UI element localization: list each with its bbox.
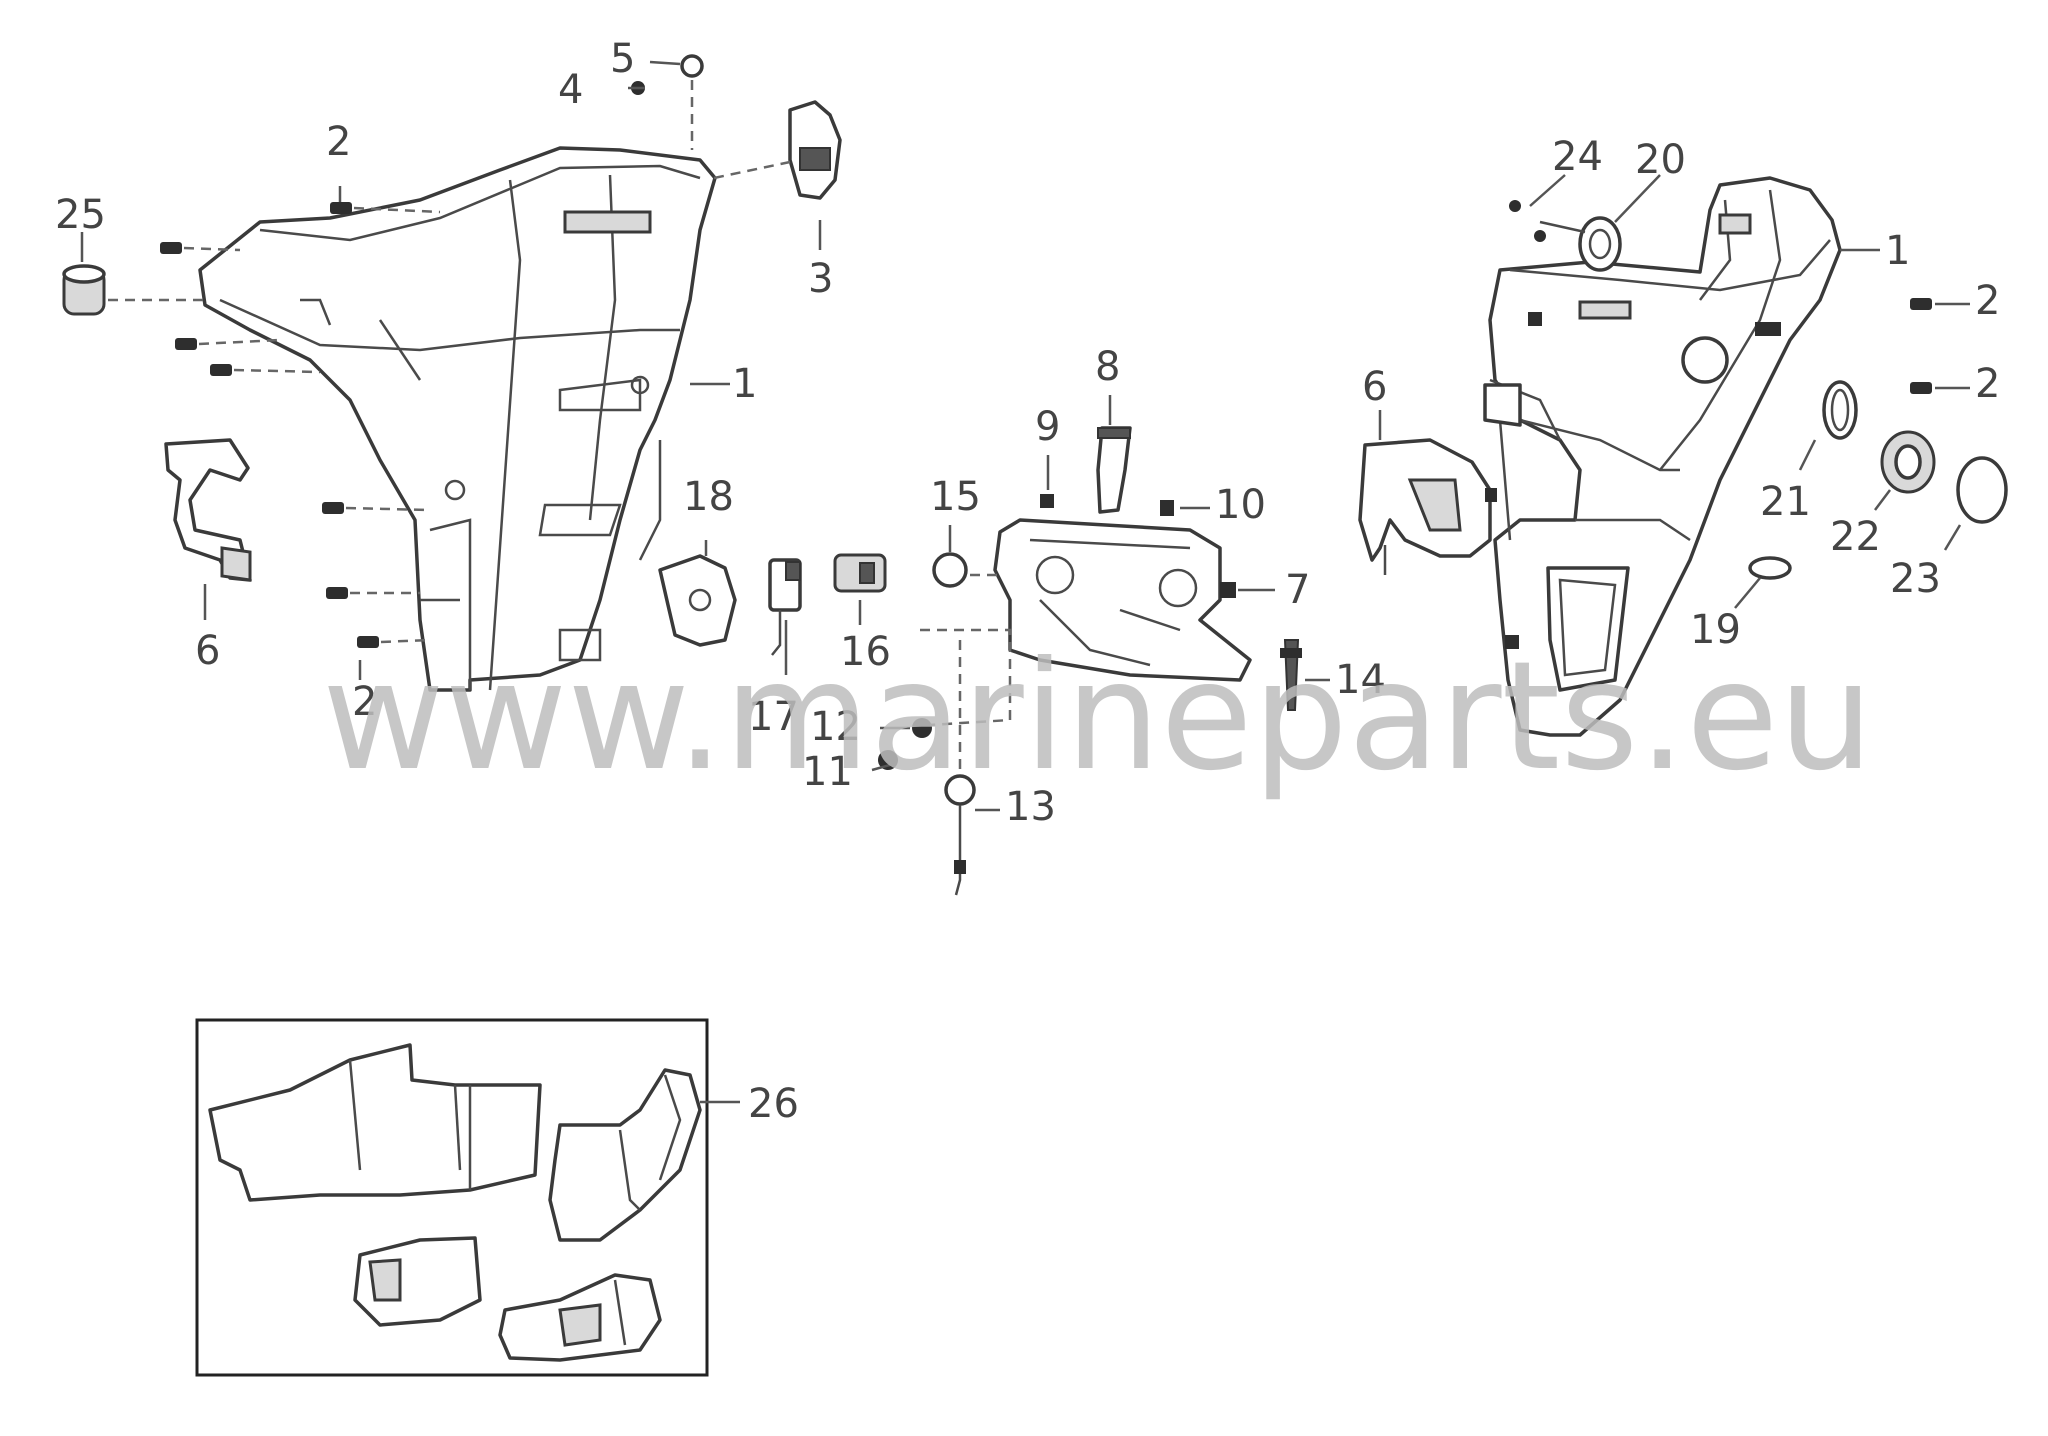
label-13: 13 — [1005, 784, 1056, 830]
label-2-right-bottom: 2 — [1975, 361, 2000, 407]
right-screws — [1509, 200, 1932, 394]
left-leader-lines — [80, 60, 822, 680]
label-10: 10 — [1215, 482, 1266, 528]
label-15: 15 — [930, 474, 981, 520]
right-bracket-part-6 — [1358, 438, 1497, 575]
part-9-nut — [1040, 494, 1054, 508]
part-number-labels: 1 1 2 2 2 2 3 4 5 6 6 7 8 9 10 11 12 13 … — [55, 36, 2000, 1127]
label-9: 9 — [1035, 404, 1060, 450]
part-12-part-11-nuts — [878, 718, 932, 770]
watermark-text: www.marineparts.eu — [322, 630, 1874, 804]
part-19-plug — [1748, 556, 1792, 580]
label-6-left: 6 — [195, 628, 220, 674]
label-11: 11 — [802, 749, 853, 795]
label-4: 4 — [558, 67, 583, 113]
part-20-fitting — [1539, 216, 1622, 272]
right-leader-lines — [1378, 174, 1970, 609]
left-screws — [160, 202, 379, 648]
label-8: 8 — [1095, 344, 1120, 390]
part-5-washer — [680, 54, 704, 78]
part-25-grommet — [62, 264, 106, 316]
label-1-right: 1 — [1885, 228, 1910, 274]
part-26-inset-frame — [195, 1018, 709, 1377]
label-2-left-bottom: 2 — [352, 679, 377, 725]
part-23-ring — [1956, 456, 2008, 524]
label-18: 18 — [683, 474, 734, 520]
part-21-seal — [1822, 380, 1858, 440]
label-24: 24 — [1552, 134, 1603, 180]
label-3: 3 — [808, 256, 833, 302]
center-bracket-part-7 — [993, 518, 1252, 682]
label-6-right: 6 — [1362, 364, 1387, 410]
part-17-connector — [768, 558, 802, 656]
label-20: 20 — [1635, 137, 1686, 183]
label-5: 5 — [610, 36, 635, 82]
part-13-lanyard — [944, 774, 976, 896]
label-26: 26 — [748, 1081, 799, 1127]
part-22-grommet — [1880, 430, 1936, 494]
part-15-cap — [932, 552, 968, 588]
left-bracket-part-6 — [164, 438, 252, 582]
part-26-liner-kit — [208, 1043, 702, 1362]
center-leader-lines — [704, 395, 1330, 812]
label-14: 14 — [1335, 657, 1386, 703]
label-21: 21 — [1760, 479, 1811, 525]
label-2-right-top: 2 — [1975, 278, 2000, 324]
part-8-clip — [1096, 426, 1132, 514]
label-25: 25 — [55, 192, 106, 238]
left-lower-cowling — [198, 146, 717, 692]
label-19: 19 — [1690, 607, 1741, 653]
part-16-plug — [833, 553, 887, 593]
part-18-switch — [658, 554, 737, 647]
label-22: 22 — [1830, 514, 1881, 560]
right-lower-cowling — [1483, 176, 1842, 737]
label-23: 23 — [1890, 556, 1941, 602]
label-17: 17 — [748, 694, 799, 740]
part-3-latch — [788, 100, 842, 200]
part-10-screw — [1160, 500, 1174, 516]
label-12: 12 — [810, 704, 861, 750]
label-7: 7 — [1285, 567, 1310, 613]
label-16: 16 — [840, 629, 891, 675]
label-2-left-top: 2 — [326, 119, 351, 165]
part-14-pin — [1280, 639, 1302, 711]
label-1-left: 1 — [732, 361, 757, 407]
